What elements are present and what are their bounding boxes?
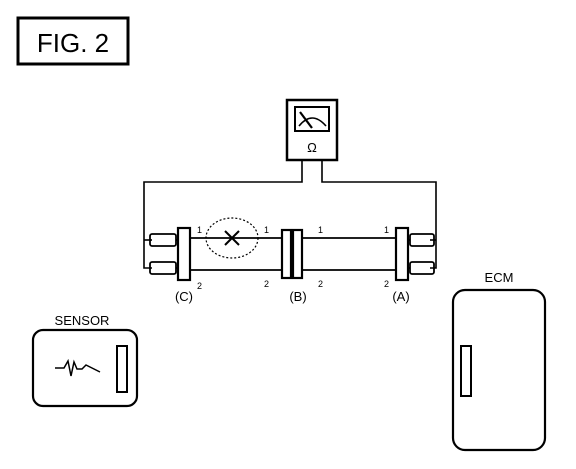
connector-a-pin2: 2 (384, 279, 389, 289)
figure-label: FIG. 2 (37, 28, 109, 58)
connector-b: 1 2 1 2 (B) (264, 225, 323, 304)
connector-a-pin1: 1 (384, 225, 389, 235)
connector-c-pin2: 2 (197, 281, 202, 291)
signal-waveform-icon (55, 358, 101, 377)
connector-b-pin1-right: 1 (318, 225, 323, 235)
ecm-unit: ECM (451, 270, 547, 452)
sensor-unit: SENSOR (31, 313, 139, 408)
connector-b-pin2-left: 2 (264, 279, 269, 289)
connector-a-label: (A) (392, 289, 409, 304)
connector-c-pin1: 1 (197, 225, 202, 235)
ohmmeter: Ω (285, 98, 339, 162)
ohm-symbol: Ω (307, 140, 317, 155)
connector-b-pin2-right: 2 (318, 279, 323, 289)
connector-c-label: (C) (175, 289, 193, 304)
ohmmeter-icon (294, 106, 330, 132)
sensor-title: SENSOR (55, 313, 110, 328)
connector-c: 1 2 (C) (149, 225, 202, 304)
connector-b-pin1-left: 1 (264, 225, 269, 235)
open-circuit-x-icon (205, 217, 259, 259)
harness-wires (190, 237, 396, 271)
connector-b-label: (B) (289, 289, 306, 304)
figure-label-box: FIG. 2 (16, 16, 130, 66)
connector-a: 1 2 (A) (384, 225, 435, 304)
ecm-title: ECM (485, 270, 514, 285)
